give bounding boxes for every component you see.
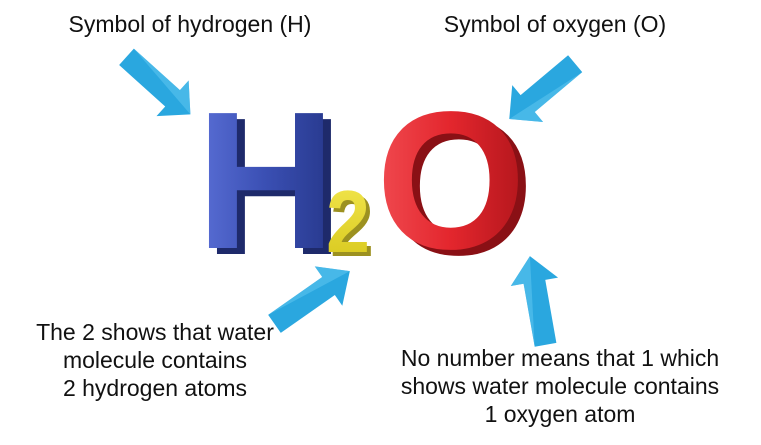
arrow-to-oxygen-icon bbox=[509, 55, 583, 122]
subscript-two-face: 2 bbox=[326, 172, 370, 271]
hydrogen-letter-shadow: H bbox=[204, 77, 344, 296]
oxygen-letter: O O bbox=[376, 71, 534, 296]
oxygen-letter-face: O bbox=[376, 71, 526, 290]
oxygen-count-note-line: shows water molecule contains bbox=[400, 373, 720, 399]
subscript-two: 2 2 bbox=[326, 172, 374, 275]
hydrogen-letter-face: H bbox=[196, 71, 336, 290]
oxygen-count-note: No number means that 1 which shows water… bbox=[355, 344, 761, 428]
subscript-note-line: The 2 shows that water bbox=[36, 319, 274, 345]
subscript-note: The 2 shows that water molecule contains… bbox=[0, 318, 310, 402]
oxygen-count-note-line: 1 oxygen atom bbox=[484, 401, 636, 427]
hydrogen-symbol-label-text: Symbol of hydrogen (H) bbox=[68, 11, 312, 37]
subscript-two-shadow: 2 bbox=[330, 176, 374, 275]
oxygen-symbol-label-text: Symbol of oxygen (O) bbox=[443, 11, 667, 37]
subscript-note-line: 2 hydrogen atoms bbox=[62, 375, 248, 401]
hydrogen-symbol-label: Symbol of hydrogen (H) bbox=[30, 10, 350, 38]
oxygen-letter-shadow: O bbox=[384, 77, 534, 296]
arrow-to-hydrogen-icon bbox=[119, 48, 191, 117]
arrow-to-subscript-icon bbox=[268, 266, 350, 333]
oxygen-symbol-label: Symbol of oxygen (O) bbox=[405, 10, 705, 38]
subscript-note-line: molecule contains bbox=[62, 347, 248, 373]
oxygen-count-note-line: No number means that 1 which bbox=[400, 345, 720, 371]
hydrogen-letter: H H bbox=[196, 71, 344, 296]
arrow-to-oxygen-count-icon bbox=[510, 256, 559, 347]
